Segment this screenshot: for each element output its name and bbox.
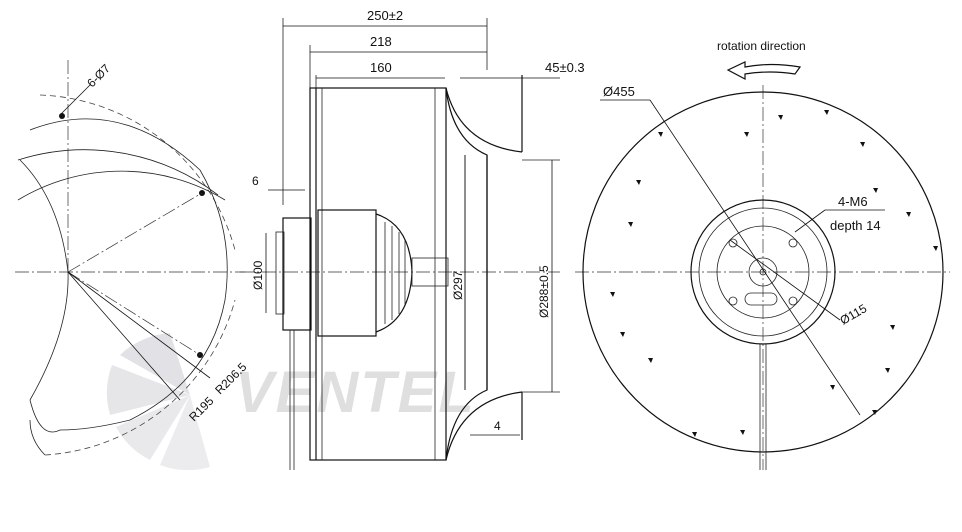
rotation-direction-label: rotation direction bbox=[717, 39, 806, 53]
dim-housing-diameter: Ø297 bbox=[451, 270, 465, 300]
front-view: rotation direction Ø455 4-M6 depth 14 Ø1… bbox=[575, 39, 950, 470]
label-holes: 6-Ø7 bbox=[84, 61, 113, 90]
dim-bolt-circle: Ø115 bbox=[838, 301, 870, 328]
dim-inlet-diameter: Ø288±0.5 bbox=[537, 265, 551, 318]
dim-rim-thickness: 4 bbox=[494, 419, 501, 433]
watermark-logo: VENTEL bbox=[106, 333, 476, 471]
label-thread-depth: depth 14 bbox=[830, 218, 881, 233]
dim-impeller-diameter: Ø455 bbox=[603, 84, 635, 99]
dim-flange-thickness: 6 bbox=[252, 174, 259, 188]
dim-mid-length: 218 bbox=[370, 34, 392, 49]
dim-motor-length: 160 bbox=[370, 60, 392, 75]
watermark-text: VENTEL bbox=[235, 360, 476, 425]
label-threaded-holes: 4-M6 bbox=[838, 194, 868, 209]
dim-flange-offset: 45±0.3 bbox=[545, 60, 585, 75]
dim-hub-diameter: Ø100 bbox=[251, 260, 265, 290]
dim-overall-length: 250±2 bbox=[367, 8, 403, 23]
side-section-view: 250±2 218 160 45±0.3 6 Ø100 bbox=[240, 8, 585, 470]
rotation-arrow-icon bbox=[726, 61, 802, 80]
